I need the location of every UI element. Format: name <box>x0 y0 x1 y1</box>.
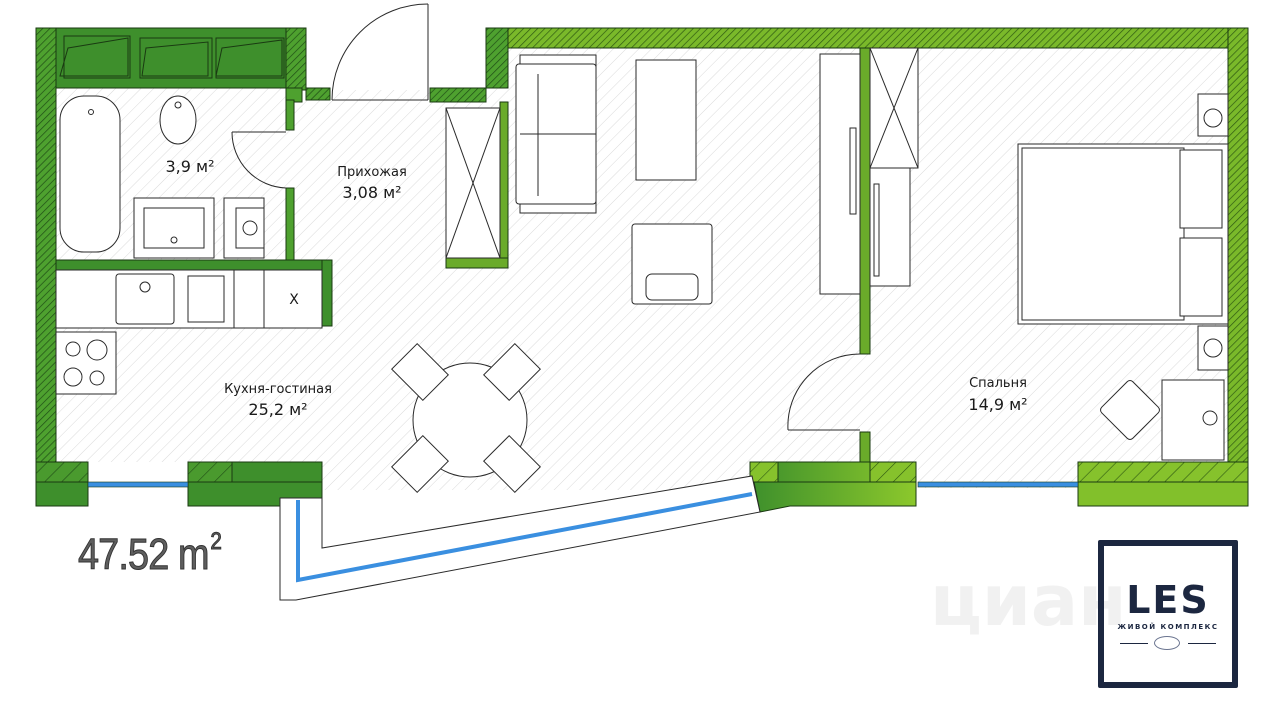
hallway-wardrobe <box>445 107 501 259</box>
room-area-hallway: 3,08 м² <box>342 183 401 202</box>
dining-chairs <box>391 343 541 493</box>
room-area-bathroom: 3,9 м² <box>165 157 214 176</box>
room-name-kitchen-living: Кухня-гостиная <box>224 382 332 397</box>
kitchen-mark: X <box>289 292 299 308</box>
living-furniture <box>391 47 919 493</box>
logo-name: LES <box>1126 578 1210 622</box>
windows <box>87 475 1079 601</box>
partitions <box>55 47 871 463</box>
kitchen-fixtures <box>55 269 323 395</box>
room-name-bedroom: Спальня <box>969 376 1027 391</box>
toilet <box>159 95 197 145</box>
logo-subtitle: ЖИВОЙ КОМПЛЕКС <box>1117 623 1219 631</box>
bathroom-fixtures <box>59 95 265 259</box>
room-name-hallway: Прихожая <box>337 165 407 180</box>
coffee-table <box>635 59 697 181</box>
total-area: 47.52 m2 <box>78 528 223 580</box>
total-area-value: 47.52 m <box>78 530 210 580</box>
les-logo: LES ЖИВОЙ КОМПЛЕКС <box>1098 540 1238 688</box>
desk-chair <box>1100 380 1160 440</box>
stove <box>55 331 117 395</box>
total-area-unit-sup: 2 <box>210 528 222 556</box>
logo-divider-left <box>1120 643 1148 644</box>
room-area-kitchen-living: 25,2 м² <box>248 400 307 419</box>
pine-branch-icon <box>1154 636 1180 650</box>
watermark: циан <box>930 560 1127 642</box>
kitchen-sink <box>115 273 175 325</box>
logo-frame <box>1098 540 1238 688</box>
bedroom-furniture <box>1017 93 1229 461</box>
room-area-bedroom: 14,9 м² <box>968 395 1027 414</box>
doors <box>231 3 861 431</box>
bathtub <box>59 95 121 253</box>
exterior-walls <box>35 27 1249 513</box>
dishwasher <box>187 275 225 323</box>
logo-divider-right <box>1188 643 1216 644</box>
